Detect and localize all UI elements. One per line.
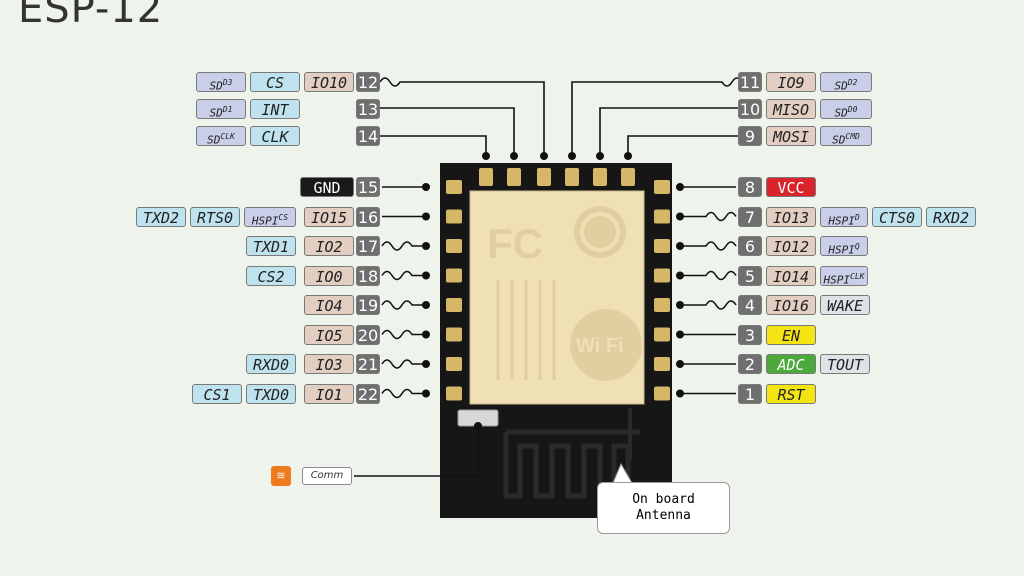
pin-extra-16-0: TXD2 [136, 206, 186, 227]
pin-number-20: 20 [356, 324, 380, 345]
pin-io-15: GND [300, 177, 354, 197]
pin-number-9: 9 [738, 126, 762, 146]
pin-number-12: 12 [356, 72, 380, 92]
pin-io-3: EN [766, 324, 816, 345]
wifi-logo-circle [570, 309, 642, 381]
pin-io-5: IO14 [766, 265, 816, 286]
wifi-mark: Wi Fi [576, 335, 624, 357]
antenna-callout-line-1: On board [632, 492, 695, 507]
pin-io-12: IO10 [304, 72, 354, 92]
pin-io-21: IO3 [304, 354, 354, 374]
pin-number-18: 18 [356, 265, 380, 286]
pin-io-2: ADC [766, 354, 816, 374]
pin-number-16: 16 [356, 206, 380, 227]
pin-number-22: 22 [356, 383, 380, 404]
pin-extra-7-2: RXD2 [926, 206, 976, 227]
pin-io-16: IO15 [304, 206, 354, 227]
pin-number-6: 6 [738, 236, 762, 256]
pin-io-10: MISO [766, 99, 816, 119]
pin-sd-9: SDCMD [820, 126, 872, 146]
pin-number-8: 8 [738, 177, 762, 197]
page-title: ESP-12 [18, 0, 164, 32]
pin-io-11: IO9 [766, 72, 816, 92]
pin-alt-13: INT [250, 99, 300, 119]
pin-io-4: IO16 [766, 295, 816, 315]
pin-io-22: IO1 [304, 383, 354, 404]
pin-io-7: IO13 [766, 206, 816, 227]
comm-label: Comm [302, 467, 352, 485]
pin-number-2: 2 [738, 354, 762, 374]
pin-io-1: RST [766, 383, 816, 404]
pin-sd-10: SDD0 [820, 99, 872, 119]
pin-number-1: 1 [738, 383, 762, 404]
pin-number-14: 14 [356, 126, 380, 146]
pin-extra-21-0: RXD0 [246, 354, 296, 374]
comm-led-icon: ≋ [271, 466, 291, 486]
pin-alt-14: CLK [250, 126, 300, 146]
pin-extra-17-0: TXD1 [246, 236, 296, 256]
pin-sd-13: SDD1 [196, 99, 246, 119]
pin-extra-22-0: CS1 [192, 383, 242, 404]
pin-extra-16-2: HSPICS [244, 206, 296, 227]
comm-lead [354, 426, 479, 477]
antenna-callout: On board Antenna [597, 482, 730, 534]
pin-io-19: IO4 [304, 295, 354, 315]
pin-io-9: MOSI [766, 126, 816, 146]
pin-extra-16-1: RTS0 [190, 206, 240, 227]
pin-number-17: 17 [356, 236, 380, 256]
pin-number-19: 19 [356, 295, 380, 315]
pin-sd-11: SDD2 [820, 72, 872, 92]
pin-number-7: 7 [738, 206, 762, 227]
antenna-callout-line-2: Antenna [636, 508, 691, 523]
pin-sd-14: SDCLK [196, 126, 246, 146]
pin-number-11: 11 [738, 72, 762, 92]
pin-extra-18-0: CS2 [246, 265, 296, 286]
pin-io-6: IO12 [766, 236, 816, 256]
pin-io-8: VCC [766, 177, 816, 197]
pin-extra-22-1: TXD0 [246, 383, 296, 404]
pin-io-20: IO5 [304, 324, 354, 345]
pin-number-10: 10 [738, 99, 762, 119]
pin-extra-4-0: WAKE [820, 295, 870, 315]
pin-number-15: 15 [356, 177, 380, 197]
pin-number-21: 21 [356, 354, 380, 374]
pin-extra-7-1: CTS0 [872, 206, 922, 227]
pin-number-13: 13 [356, 99, 380, 119]
pin-alt-12: CS [250, 72, 300, 92]
fcc-mark: FC [487, 220, 543, 267]
pin-extra-5-0: HSPICLK [820, 265, 868, 286]
pin-extra-7-0: HSPID [820, 206, 868, 227]
pin-io-18: IO0 [304, 265, 354, 286]
pin-number-4: 4 [738, 295, 762, 315]
pin-number-5: 5 [738, 265, 762, 286]
pin-io-17: IO2 [304, 236, 354, 256]
pin-number-3: 3 [738, 324, 762, 345]
pin-sd-12: SDD3 [196, 72, 246, 92]
pin-extra-2-0: TOUT [820, 354, 870, 374]
pin-extra-6-0: HSPIQ [820, 236, 868, 256]
